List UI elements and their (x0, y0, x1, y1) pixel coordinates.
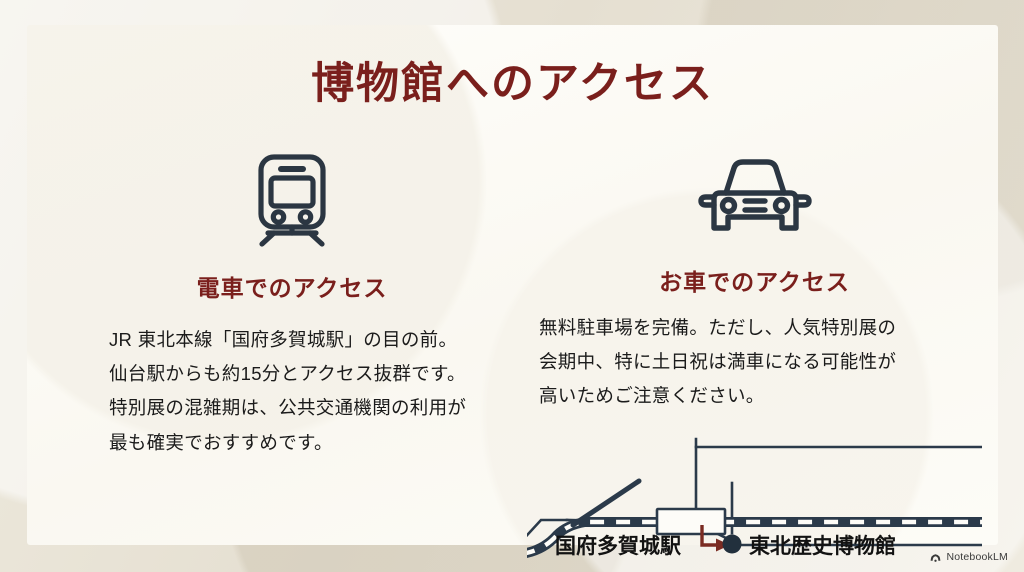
notebooklm-watermark-text: NotebookLM (946, 551, 1008, 564)
body-line: 特別展の混雑期は、公共交通機関の利用が (109, 397, 467, 419)
map-railway (520, 478, 982, 559)
notebooklm-watermark: NotebookLM (929, 551, 1008, 564)
map-railway-branch (570, 478, 642, 528)
body-line: 仙台駅からも約15分とアクセス抜群です。 (109, 363, 466, 385)
map-station-label: 国府多賀城駅 (555, 534, 682, 558)
section-body-train: JR 東北本線「国府多賀城駅」の目の前。 仙台駅からも約15分とアクセス抜群です… (57, 323, 527, 460)
page-title: 博物館へのアクセス (311, 61, 714, 108)
map-museum-marker-dot (722, 534, 742, 554)
map-railway-ties (520, 519, 982, 557)
body-line: 最も確実でおすすめです。 (109, 431, 333, 453)
section-body-car: 無料駐車場を完備。ただし、人気特別展の 会期中、特に土日祝は満車になる可能性が … (527, 311, 982, 414)
section-heading-car: お車でのアクセス (659, 269, 850, 295)
section-car-access: お車でのアクセス 無料駐車場を完備。ただし、人気特別展の 会期中、特に土日祝は満… (527, 143, 982, 414)
train-icon-wrap (57, 143, 527, 255)
slide-card: 博物館へのアクセス (27, 25, 998, 559)
access-map-svg: 国府多賀城駅 東北歴史博物館 (505, 437, 984, 559)
body-line: 高いためご注意ください。 (539, 385, 765, 407)
body-line: 会期中、特に土日祝は満車になる可能性が (539, 351, 897, 373)
car-icon (697, 159, 812, 231)
body-line: 無料駐車場を完備。ただし、人気特別展の (539, 317, 897, 338)
notebooklm-logo-icon (931, 554, 941, 562)
car-icon-wrap (527, 143, 982, 255)
body-line: JR 東北本線「国府多賀城駅」の目の前。 (109, 329, 458, 350)
map-destination-label: 東北歴史博物館 (749, 534, 896, 558)
train-icon (258, 154, 326, 247)
section-train-access: 電車でのアクセス JR 東北本線「国府多賀城駅」の目の前。 仙台駅からも約15分… (57, 143, 527, 460)
section-heading-train: 電車でのアクセス (196, 275, 388, 301)
access-map-figure: 国府多賀城駅 東北歴史博物館 (505, 425, 984, 565)
map-station-box (655, 507, 727, 536)
